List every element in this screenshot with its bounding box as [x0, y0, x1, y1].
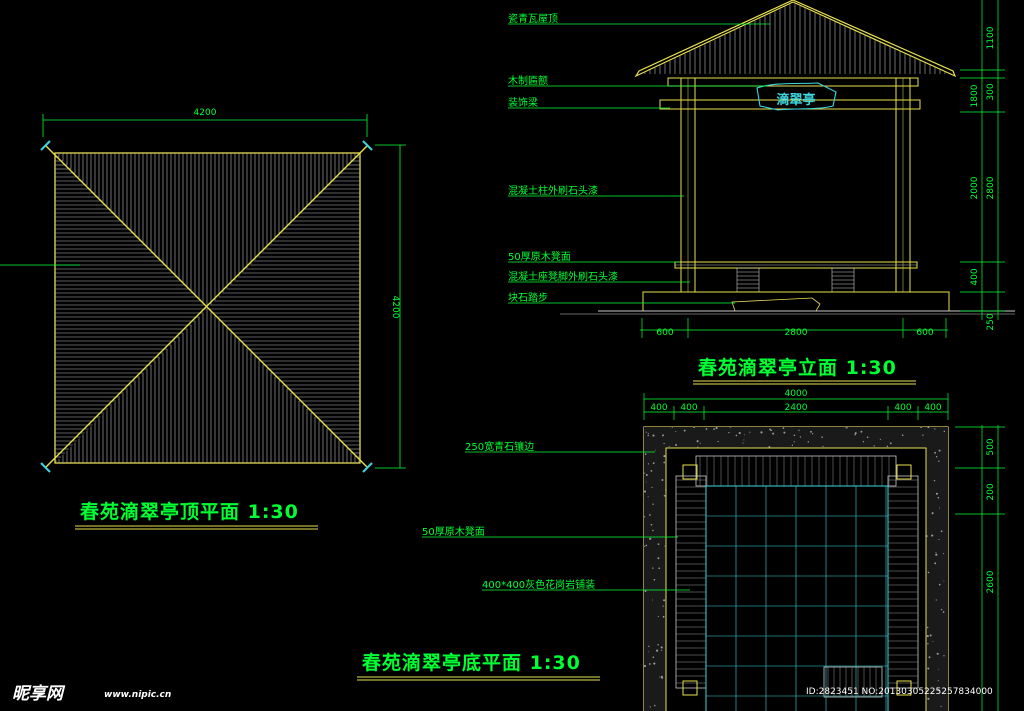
roof-plan-height-label: 4200	[390, 296, 400, 319]
floor-plan-dim-right-1: 500	[986, 438, 996, 455]
elevation-dim-center: 2800	[785, 328, 808, 338]
watermark-url: www.nipic.cn	[104, 690, 171, 700]
pavilion-sign-text: 滴翠亭	[776, 92, 815, 108]
elevation-label-steps: 块石踏步	[508, 291, 548, 304]
roof-plan-dim-top: 4200	[42, 108, 368, 137]
elevation-label-column: 混凝土柱外刷石头漆	[508, 184, 598, 197]
floor-plan-leader-lines	[422, 451, 690, 591]
elevation-dim-bench: 400	[970, 268, 980, 285]
floor-plan-label-bench: 50厚原木凳面	[422, 526, 485, 538]
floor-plan-dim-3: 2400	[785, 403, 808, 413]
floor-plan-dim-right-3: 2600	[986, 570, 996, 593]
elevation-dim-left: 600	[656, 328, 673, 338]
elevation-title: 春苑滴翠亭立面 1:30	[698, 356, 897, 379]
elevation-label-bench-leg: 混凝土座凳脚外刷石头漆	[508, 270, 618, 283]
floor-plan-dim-4: 400	[894, 403, 911, 413]
floor-plan-label-paving: 400*400灰色花岗岩铺装	[482, 578, 595, 591]
floor-plan-dim-right-2: 200	[986, 483, 996, 500]
elevation-dim-beam-b: 300	[986, 83, 996, 100]
watermark-logo: 昵享网	[12, 684, 66, 704]
roof-plan-width-label: 4200	[194, 108, 217, 118]
elevation-drawing: 滴翠亭	[560, 0, 1015, 315]
elevation-dim-right: 600	[916, 328, 933, 338]
elevation-dim-roof: 1100	[986, 26, 996, 49]
floor-plan-dims-right	[955, 425, 1005, 711]
floor-plan-dim-5: 400	[924, 403, 941, 413]
watermark-id: ID:2823451 NO:20130305225257834000	[806, 687, 993, 697]
floor-plan-dim-total: 4000	[785, 389, 808, 399]
floor-plan-label-edging: 250宽青石镶边	[465, 440, 534, 453]
floor-plan-dim-2: 400	[680, 403, 697, 413]
elevation-dims-right	[960, 0, 1005, 320]
elevation-label-roof: 瓷青瓦屋顶	[508, 12, 558, 25]
roof-plan-drawing	[0, 140, 373, 473]
elevation-dim-base: 250	[986, 313, 996, 330]
elevation-dim-beam-a: 1800	[970, 84, 980, 107]
elevation-dim-column-b: 2800	[986, 176, 996, 199]
floor-plan-dims-top	[643, 393, 949, 420]
roof-plan-title: 春苑滴翠亭顶平面 1:30	[80, 500, 299, 523]
elevation-dims-bottom	[640, 318, 948, 338]
elevation-dim-column-a: 2000	[970, 176, 980, 199]
elevation-label-beam: 装饰梁	[508, 96, 538, 109]
floor-plan-dim-1: 400	[650, 403, 667, 413]
elevation-leader-lines	[508, 23, 770, 304]
elevation-label-plaque: 木制匾额	[508, 74, 548, 87]
roof-plan-dim-right: 4200	[375, 144, 406, 469]
floor-plan-drawing	[643, 426, 949, 711]
floor-plan-title: 春苑滴翠亭底平面 1:30	[362, 651, 581, 674]
elevation-label-bench: 50厚原木凳面	[508, 251, 571, 263]
